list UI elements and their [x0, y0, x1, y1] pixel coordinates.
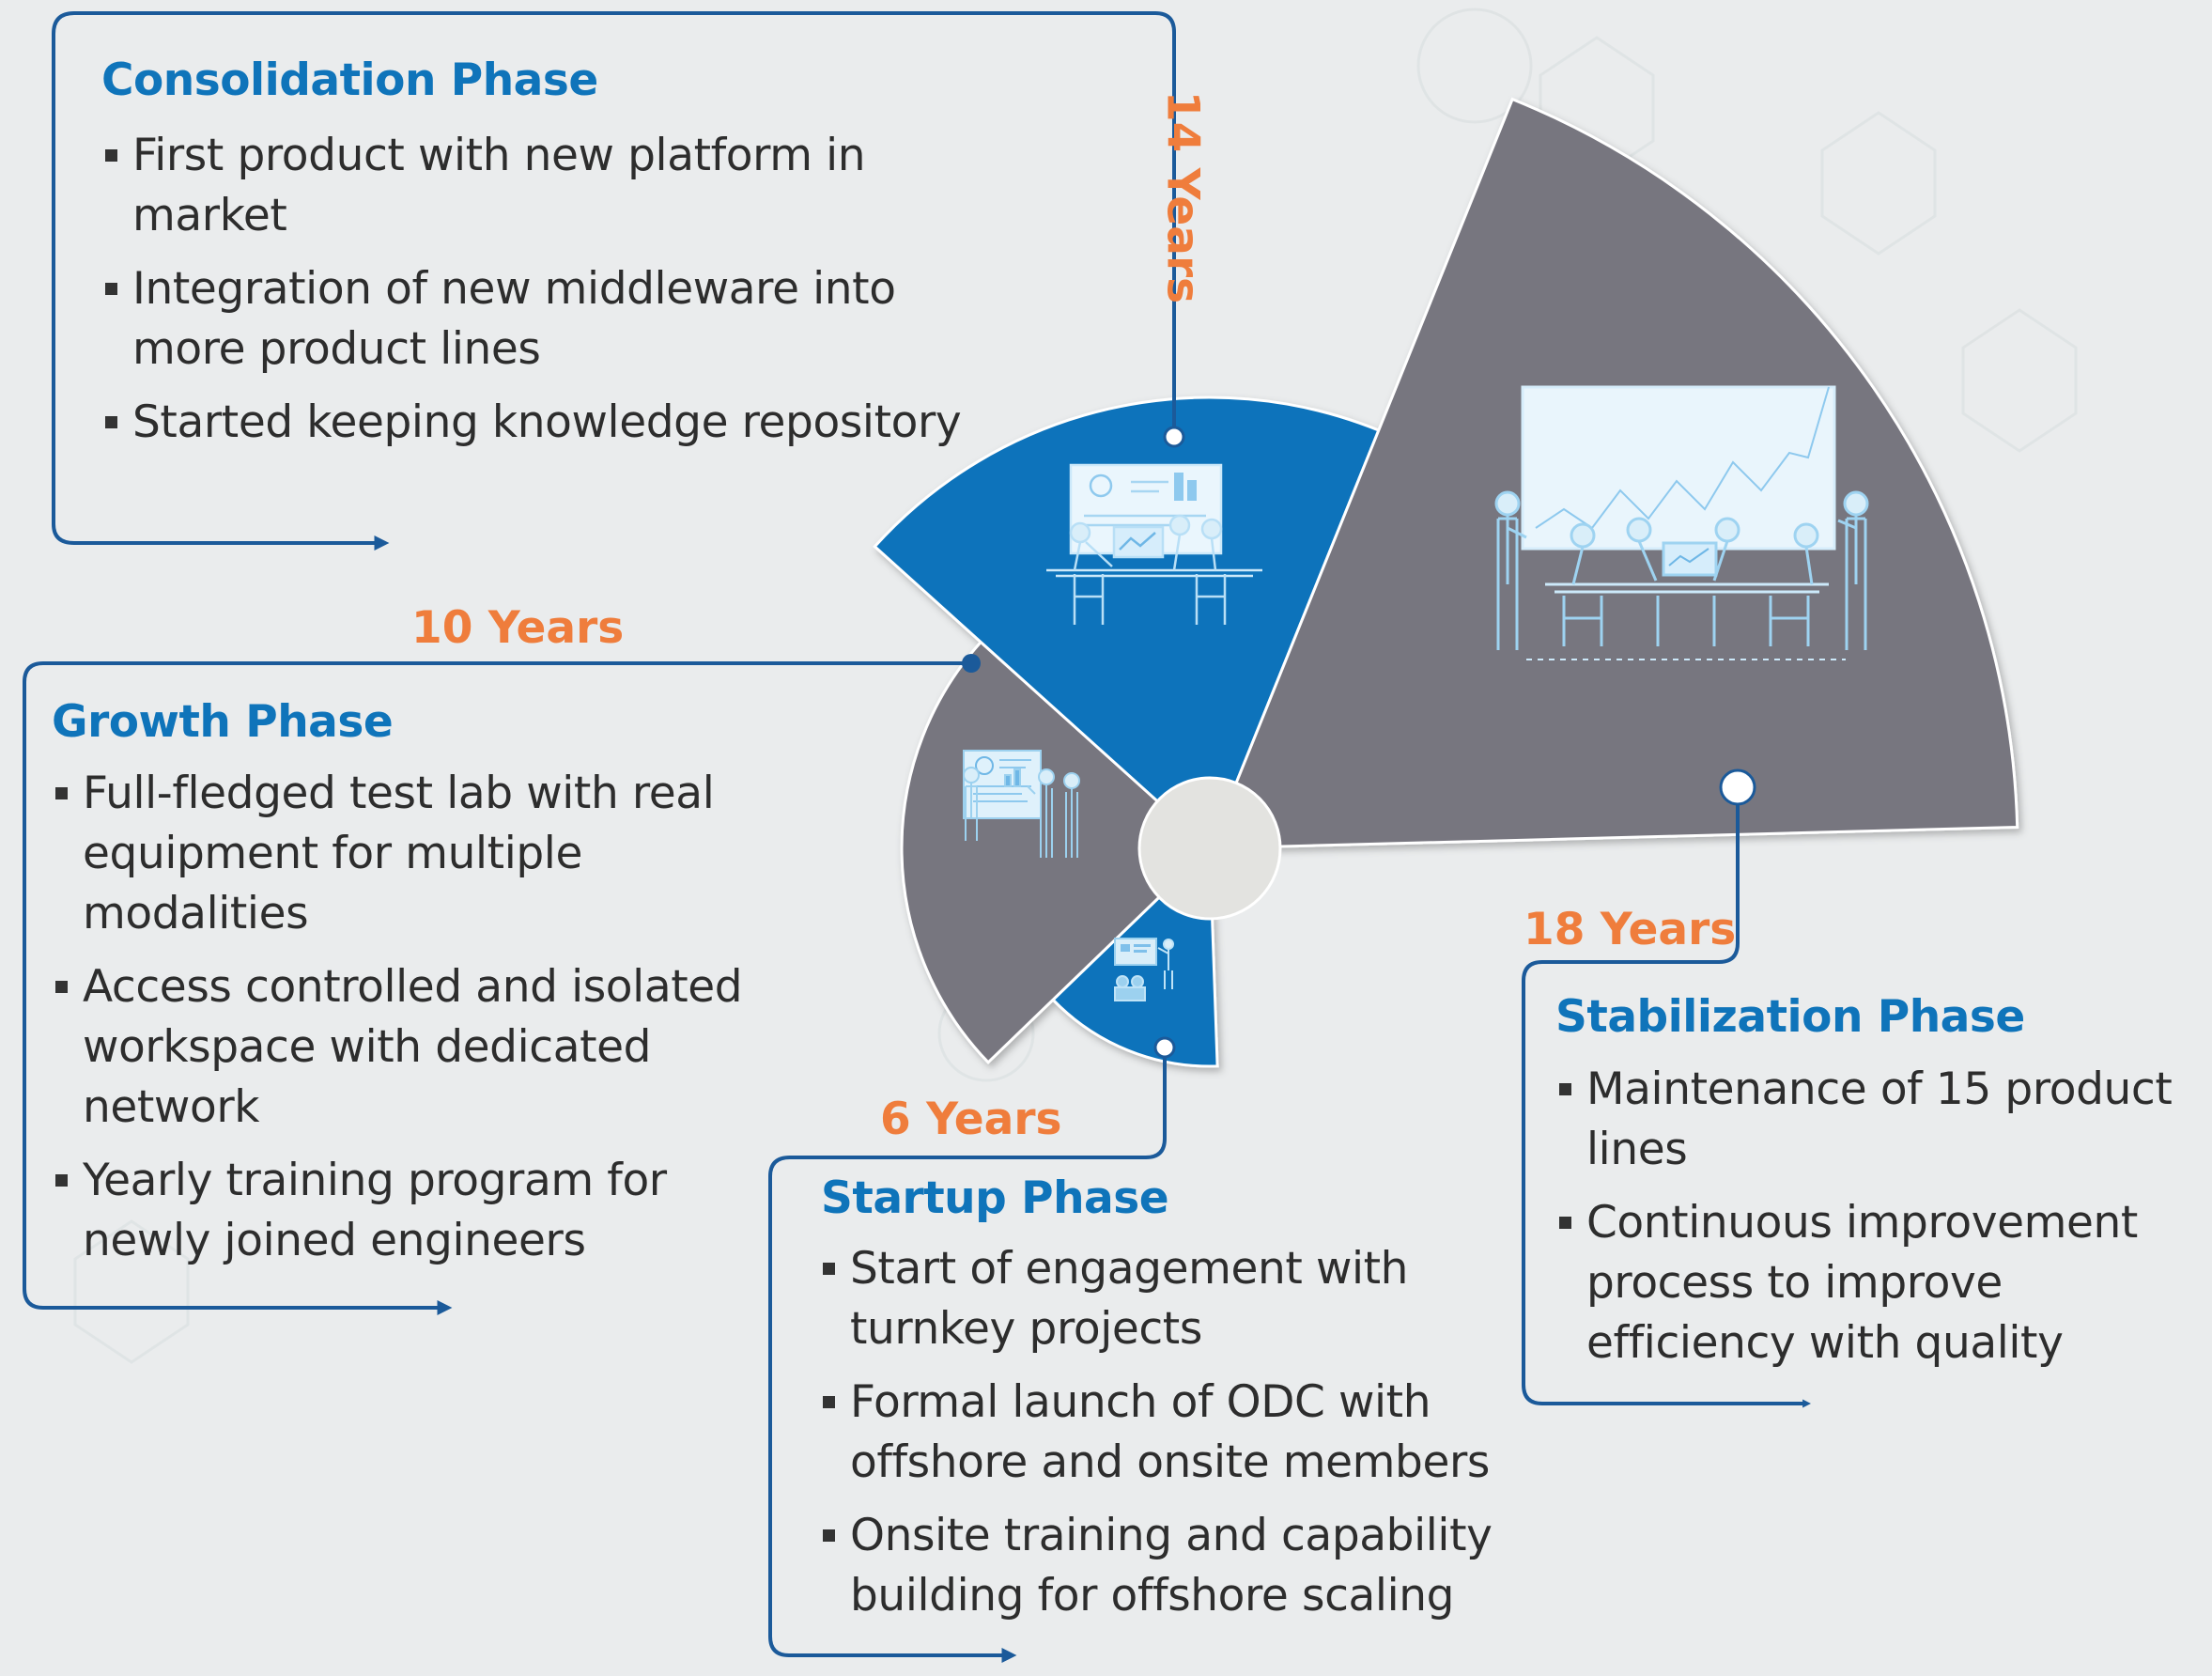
duration-label: 14 Years [1156, 90, 1209, 304]
bullet-list: Maintenance of 15 product lines Continuo… [1557, 1060, 2196, 1387]
bullet-item: First product with new platform in marke… [103, 126, 996, 246]
connector-consolidation [52, 11, 1176, 551]
phase-title: Startup Phase [821, 1172, 1169, 1224]
team-meeting-icon [1494, 385, 1869, 660]
presentation-icon [1114, 938, 1174, 1001]
bullet-item: Maintenance of 15 product lines [1557, 1060, 2196, 1180]
phase-title: Consolidation Phase [101, 54, 598, 106]
bullet-item: Access controlled and isolated workspace… [54, 957, 767, 1138]
bullet-item: Yearly training program for newly joined… [54, 1151, 767, 1271]
bullet-item: Formal launch of ODC with offshore and o… [821, 1373, 1535, 1493]
duration-label: 6 Years [880, 1094, 1062, 1145]
bullet-item: Started keeping knowledge repository [103, 393, 996, 453]
dot-stabilization [1719, 768, 1756, 806]
duration-label: 10 Years [411, 602, 625, 654]
dot-startup [1153, 1036, 1176, 1059]
bullet-item: Continuous improvement process to improv… [1557, 1193, 2196, 1373]
phase-title: Growth Phase [52, 696, 394, 748]
dot-growth [962, 654, 981, 673]
sector-growth [900, 640, 1213, 1064]
whiteboard-team-icon [963, 750, 1080, 858]
bullet-item: Onsite training and capability building … [821, 1506, 1535, 1626]
connector-growth [23, 661, 971, 1315]
bullet-list: Full-fledged test lab with real equipmen… [54, 764, 767, 1284]
office-team-icon [1046, 463, 1262, 625]
sector-consolidation [873, 396, 1381, 851]
bullet-list: First product with new platform in marke… [103, 126, 996, 466]
center-hub [1137, 776, 1282, 921]
duration-label: 18 Years [1524, 904, 1737, 955]
dot-consolidation [1163, 426, 1185, 448]
bullet-item: Start of engagement with turnkey project… [821, 1239, 1535, 1359]
phase-title: Stabilization Phase [1555, 991, 2025, 1043]
connector-stabilization [1522, 789, 1812, 1408]
bullet-item: Integration of new middleware into more … [103, 259, 996, 380]
connectors [23, 11, 1812, 1663]
connector-dots [962, 426, 1756, 1059]
connector-startup [768, 1048, 1167, 1663]
bullet-item: Full-fledged test lab with real equipmen… [54, 764, 767, 944]
bullet-list: Start of engagement with turnkey project… [821, 1239, 1535, 1639]
